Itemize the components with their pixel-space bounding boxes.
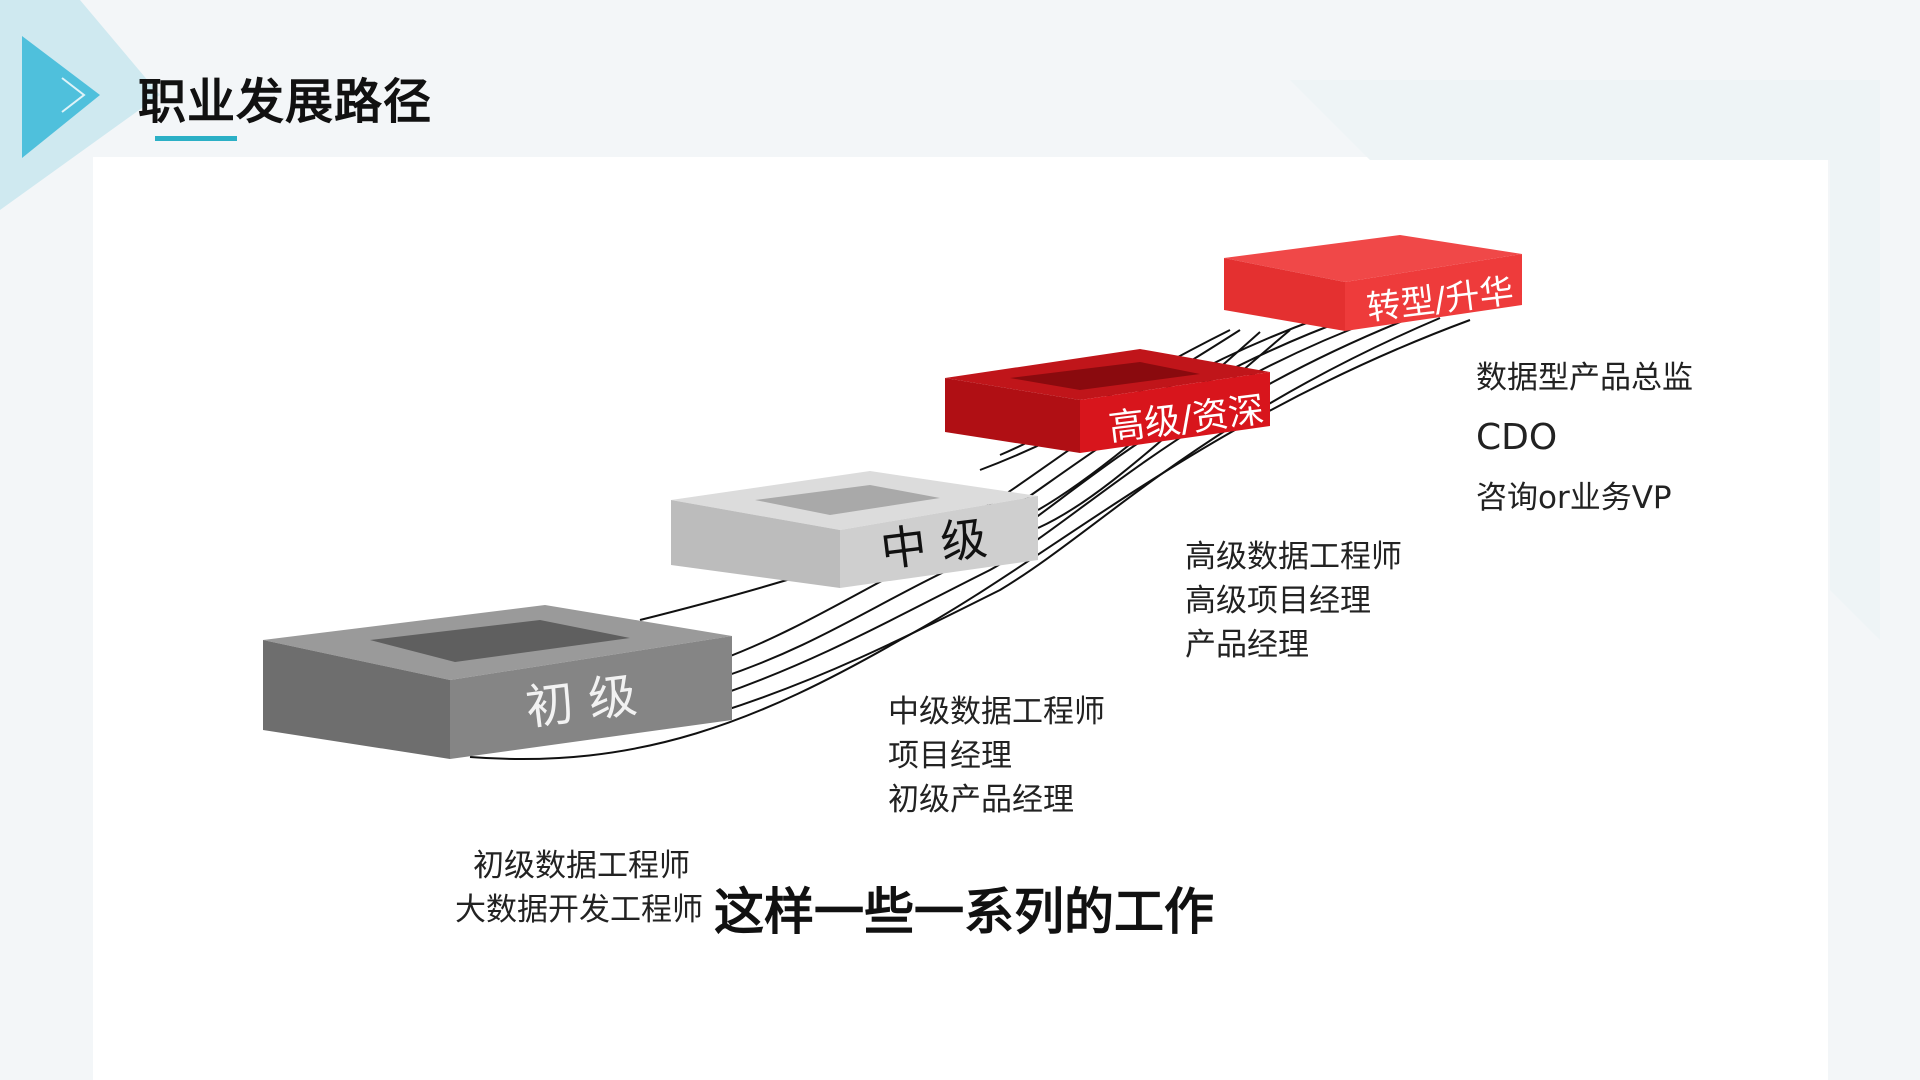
role-item: 项目经理 (888, 738, 1012, 774)
role-item: 产品经理 (1185, 627, 1309, 663)
play-triangle-icon (22, 36, 100, 158)
role-item: 高级项目经理 (1185, 583, 1371, 619)
roles-transform: 数据型产品总监 CDO 咨询or业务VP (1476, 348, 1693, 528)
level-box-junior (263, 605, 732, 759)
role-item: 大数据开发工程师 (455, 892, 703, 928)
role-item: 初级数据工程师 (473, 848, 690, 884)
level-label-mid: 中 级 (877, 510, 990, 578)
bg-frame-right (1290, 80, 1880, 640)
level-box-transform (1224, 235, 1522, 331)
role-item: 高级数据工程师 (1185, 539, 1402, 575)
content-panel (93, 157, 1828, 1080)
role-item: 中级数据工程师 (888, 694, 1105, 730)
title-underline (155, 136, 237, 141)
roles-senior: 高级数据工程师 高级项目经理 产品经理 (1185, 535, 1402, 667)
role-item: CDO (1476, 417, 1558, 458)
role-item: 初级产品经理 (888, 782, 1074, 818)
level-box-senior (945, 349, 1270, 453)
page-title: 职业发展路径 (138, 74, 433, 130)
level-label-junior: 初 级 (522, 667, 640, 737)
roles-junior: 初级数据工程师 大数据开发工程师 (455, 844, 703, 932)
role-item: 数据型产品总监 (1476, 360, 1693, 396)
video-subtitle: 这样一些一系列的工作 (714, 883, 1214, 941)
chevron-right-icon (61, 77, 86, 113)
role-item: 咨询or业务VP (1476, 480, 1672, 516)
roles-mid: 中级数据工程师 项目经理 初级产品经理 (888, 690, 1105, 822)
level-box-mid (671, 471, 1038, 588)
